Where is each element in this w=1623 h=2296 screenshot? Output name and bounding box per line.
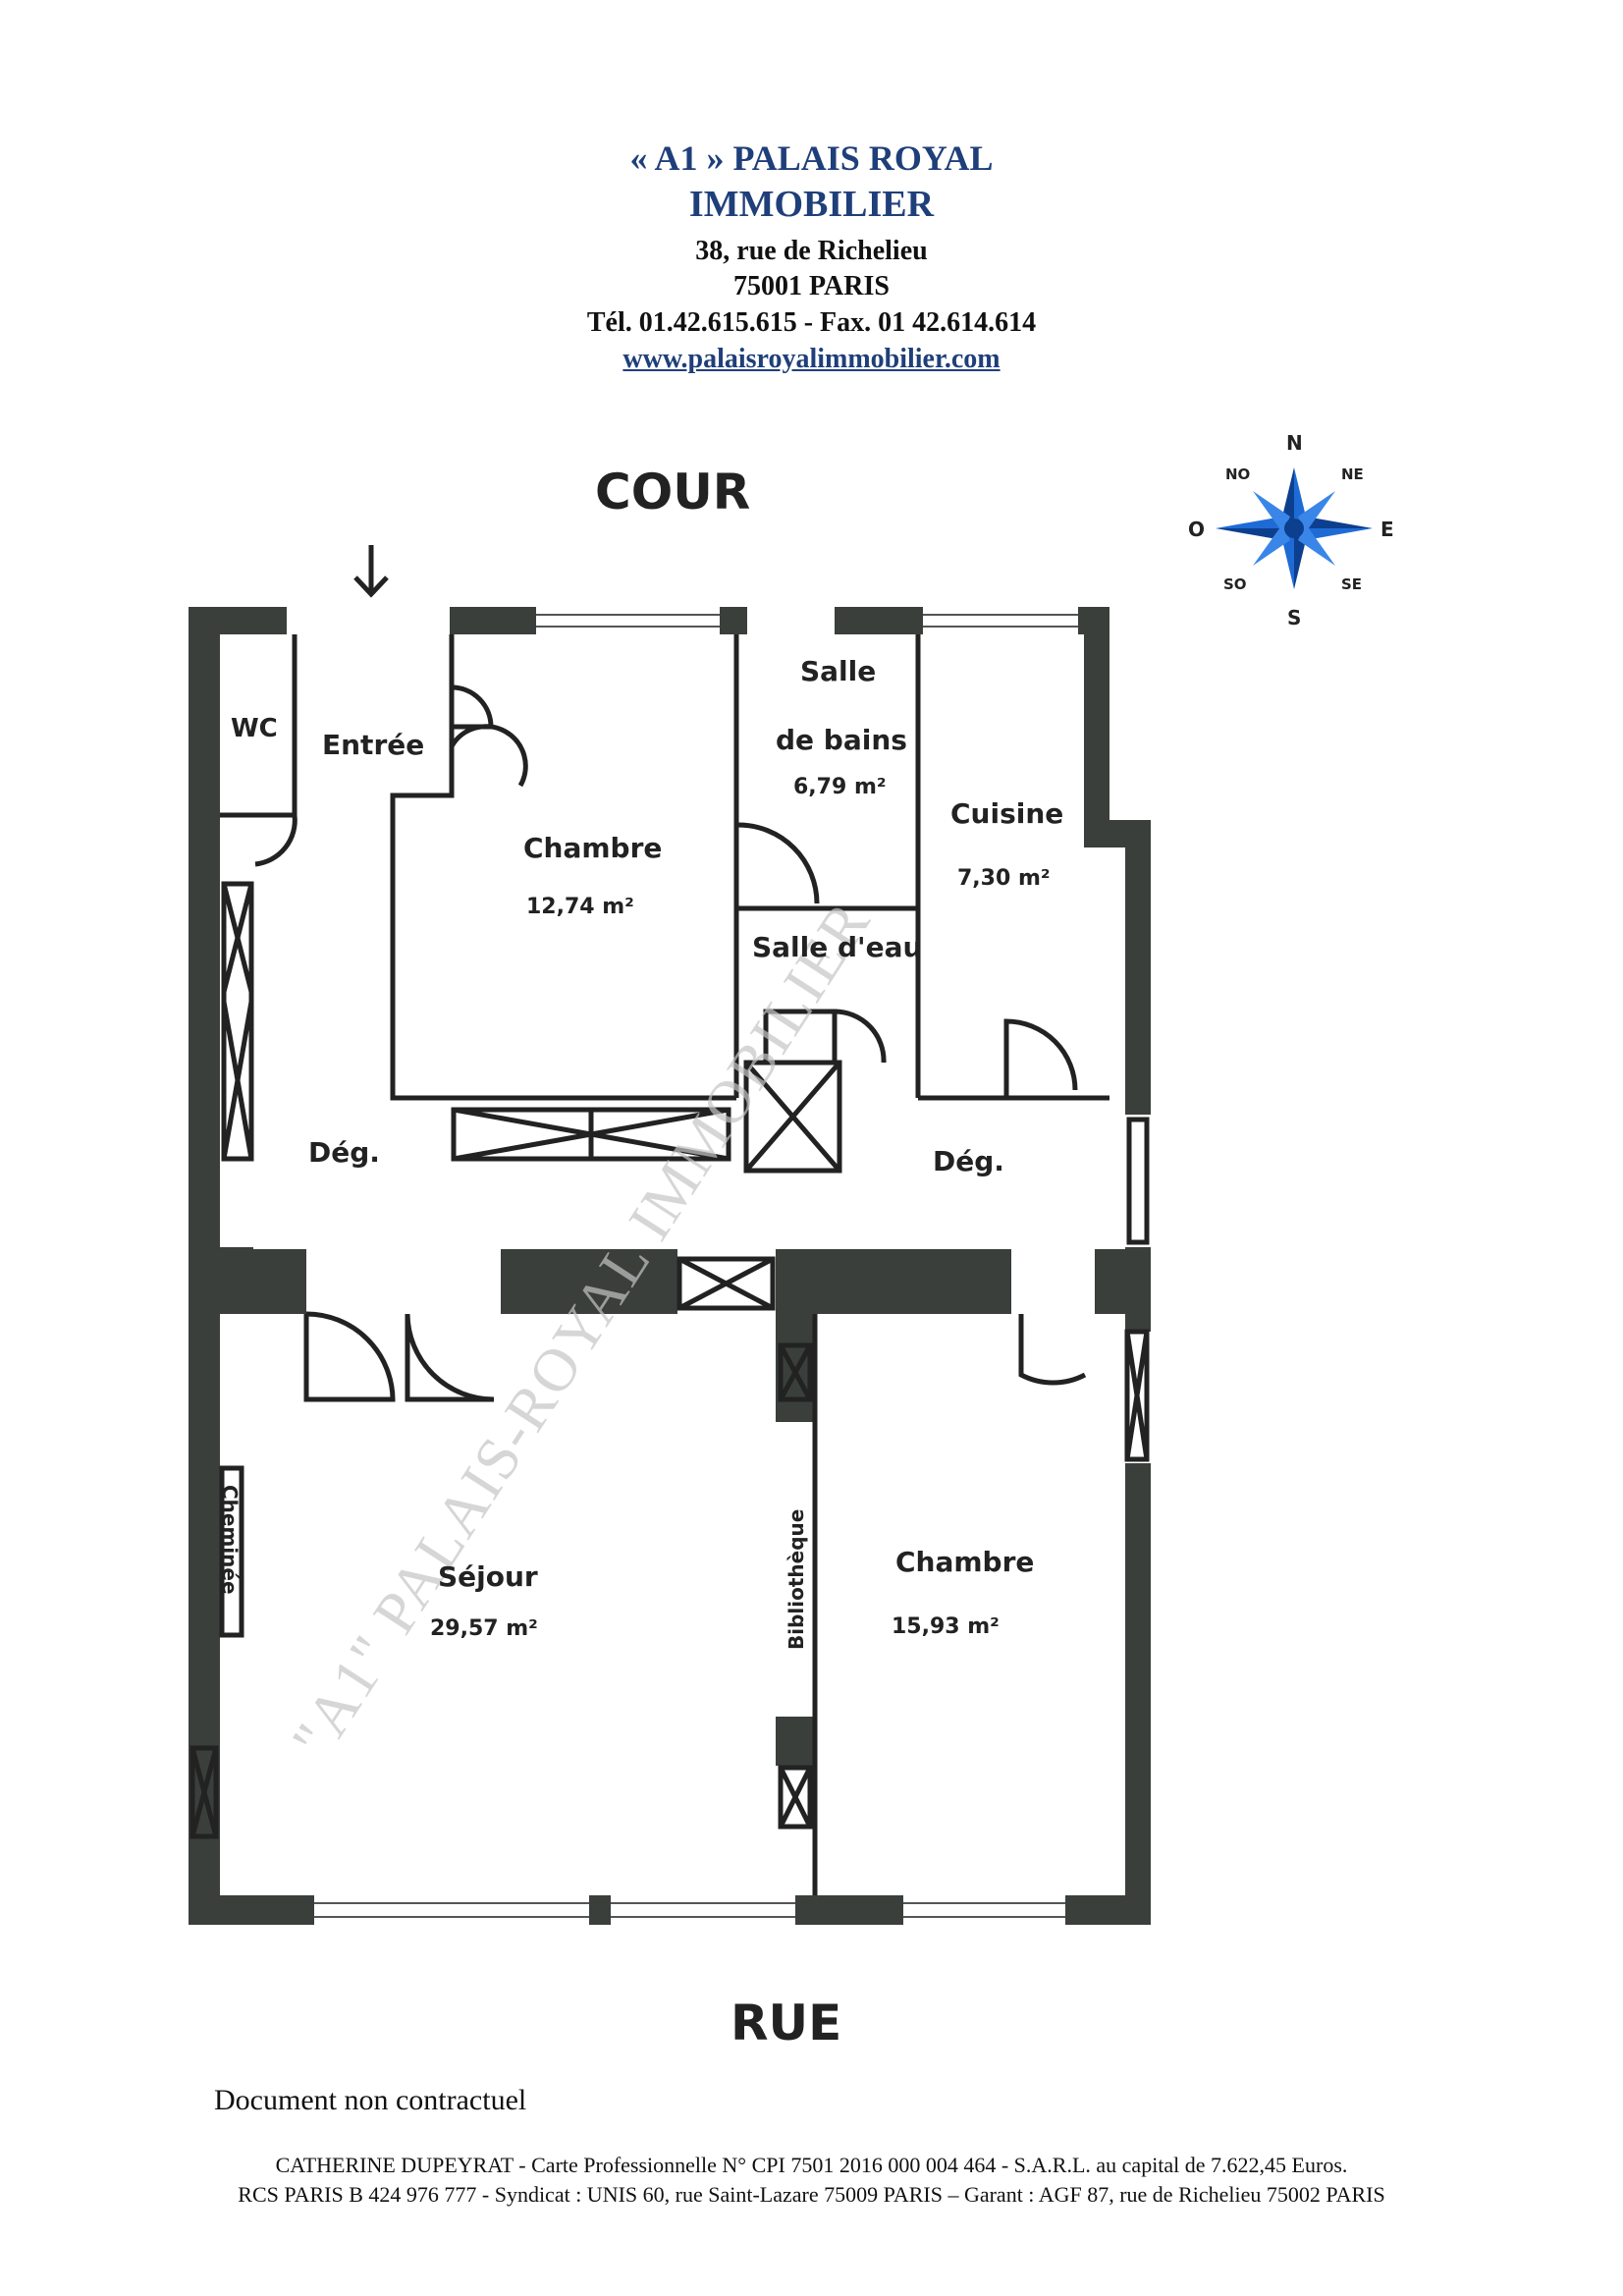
walls (189, 607, 1151, 1925)
room-chambre1-area: 12,74 m² (526, 895, 634, 919)
agency-name-line1: « A1 » PALAIS ROYAL (629, 138, 994, 178)
room-sejour-name: Séjour (438, 1560, 538, 1593)
label-cour: COUR (595, 464, 750, 520)
label-rue: RUE (730, 1995, 841, 2051)
compass-n: N (1286, 431, 1303, 455)
compass-s: S (1287, 606, 1301, 629)
compass-e: E (1380, 518, 1394, 541)
compass-rose: N S E O NO NE SO SE (1188, 431, 1394, 629)
agency-website[interactable]: www.palaisroyalimmobilier.com (622, 344, 1001, 374)
interior-lines (189, 545, 1150, 1895)
compass-ne: NE (1341, 465, 1364, 483)
room-chambre2-area: 15,93 m² (892, 1614, 1000, 1639)
room-bibliotheque: Bibliothèque (784, 1509, 808, 1650)
agency-name-line2: IMMOBILIER (688, 184, 935, 225)
legal-line-1: CATHERINE DUPEYRAT - Carte Professionnel… (275, 2153, 1348, 2177)
disclaimer: Document non contractuel (214, 2084, 527, 2116)
agency-city: 75001 PARIS (733, 271, 890, 301)
compass-se: SE (1341, 575, 1362, 593)
compass-so: SO (1223, 575, 1247, 593)
room-sejour-area: 29,57 m² (430, 1616, 538, 1641)
room-salle-deau: Salle d'eau (752, 931, 922, 963)
agency-street: 38, rue de Richelieu (695, 236, 928, 266)
compass-no: NO (1225, 465, 1250, 483)
room-cuisine-name: Cuisine (950, 797, 1063, 830)
room-entree: Entrée (322, 729, 424, 761)
room-sdb-area: 6,79 m² (793, 775, 887, 799)
windows-thin (314, 614, 1078, 1918)
room-cheminee: Cheminée (218, 1485, 242, 1595)
room-cuisine-area: 7,30 m² (957, 866, 1051, 891)
compass-o: O (1188, 518, 1205, 541)
legal-line-2: RCS PARIS B 424 976 777 - Syndicat : UNI… (238, 2182, 1385, 2207)
room-wc: WC (231, 714, 278, 743)
room-deg-right: Dég. (933, 1145, 1004, 1177)
room-chambre2-name: Chambre (895, 1546, 1034, 1578)
room-chambre1-name: Chambre (523, 832, 662, 864)
agency-phone: Tél. 01.42.615.615 - Fax. 01 42.614.614 (586, 307, 1037, 338)
room-sdb-line2: de bains (776, 724, 907, 756)
room-deg-left: Dég. (308, 1136, 380, 1169)
room-sdb-line1: Salle (800, 655, 876, 687)
